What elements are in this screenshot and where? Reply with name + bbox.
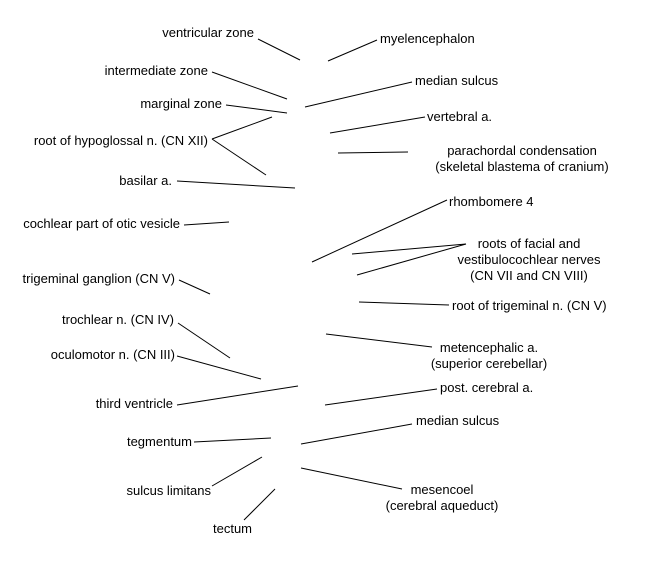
metencephalic-line-1: metencephalic a. bbox=[439, 340, 539, 355]
leader-vertebral-a bbox=[329, 116, 426, 134]
leader-root-trigeminal bbox=[358, 301, 450, 306]
label-root-hypoglossal: root of hypoglossal n. (CN XII) bbox=[33, 133, 208, 148]
leader-hypoglossal-lower bbox=[211, 138, 267, 176]
label-median-sulcus-upper: median sulcus bbox=[415, 73, 499, 88]
label-intermediate-zone: intermediate zone bbox=[104, 63, 208, 78]
leader-tectum bbox=[243, 488, 276, 521]
parachordal-line-1: parachordal condensation bbox=[447, 143, 597, 158]
leader-mesencoel bbox=[300, 467, 403, 490]
leader-roots-facial-upper bbox=[351, 243, 467, 255]
label-post-cerebral-a: post. cerebral a. bbox=[440, 380, 534, 395]
label-metencephalic-a: metencephalic a. (superior cerebellar) bbox=[418, 340, 560, 372]
leader-sulcus-limitans bbox=[211, 456, 263, 487]
leader-rhombomere-4 bbox=[311, 199, 448, 263]
mesencoel-line-1: mesencoel bbox=[410, 482, 474, 497]
leader-post-cerebral-a bbox=[324, 388, 438, 406]
leader-hypoglossal-upper bbox=[211, 116, 273, 140]
label-oculomotor-n: oculomotor n. (CN III) bbox=[50, 347, 175, 362]
label-roots-facial-vestibulocochlear: roots of facial and vestibulocochlear ne… bbox=[431, 236, 627, 284]
leader-parachordal bbox=[337, 151, 409, 154]
leader-median-sulcus-upper bbox=[304, 81, 413, 108]
leader-roots-facial-lower bbox=[356, 243, 467, 276]
label-marginal-zone: marginal zone bbox=[140, 96, 222, 111]
leader-ventricular-zone bbox=[257, 38, 301, 61]
leader-median-sulcus-lower bbox=[300, 423, 413, 445]
parachordal-line-2: (skeletal blastema of cranium) bbox=[435, 159, 609, 174]
label-sulcus-limitans: sulcus limitans bbox=[126, 483, 211, 498]
label-trigeminal-ganglion: trigeminal ganglion (CN V) bbox=[22, 271, 175, 286]
label-mesencoel: mesencoel (cerebral aqueduct) bbox=[374, 482, 510, 514]
label-myelencephalon: myelencephalon bbox=[380, 31, 475, 46]
label-parachordal-condensation: parachordal condensation (skeletal blast… bbox=[409, 143, 635, 175]
leader-basilar-a bbox=[176, 180, 296, 189]
leader-intermediate-zone bbox=[211, 71, 288, 100]
leader-marginal-zone bbox=[225, 104, 288, 114]
label-cochlear-otic-vesicle: cochlear part of otic vesicle bbox=[23, 216, 180, 231]
label-median-sulcus-lower: median sulcus bbox=[416, 413, 500, 428]
label-trochlear-n: trochlear n. (CN IV) bbox=[62, 312, 174, 327]
leader-oculomotor-n bbox=[176, 355, 262, 380]
leader-myelencephalon bbox=[327, 39, 378, 62]
label-ventricular-zone: ventricular zone bbox=[162, 25, 254, 40]
label-third-ventricle: third ventricle bbox=[95, 396, 173, 411]
leader-tegmentum bbox=[193, 437, 272, 443]
label-basilar-a: basilar a. bbox=[119, 173, 172, 188]
leader-cochlear-otic bbox=[183, 221, 230, 226]
label-root-trigeminal: root of trigeminal n. (CN V) bbox=[452, 298, 607, 313]
label-vertebral-a: vertebral a. bbox=[427, 109, 493, 124]
leader-trochlear-n bbox=[177, 322, 231, 359]
mesencoel-line-2: (cerebral aqueduct) bbox=[385, 498, 499, 513]
roots-facial-line-1: roots of facial and bbox=[477, 236, 581, 251]
leader-metencephalic-a bbox=[325, 333, 433, 348]
leader-third-ventricle bbox=[176, 385, 299, 406]
label-rhombomere-4: rhombomere 4 bbox=[449, 194, 534, 209]
roots-facial-line-2: vestibulocochlear nerves bbox=[457, 252, 601, 267]
label-tegmentum: tegmentum bbox=[126, 434, 192, 449]
leader-trigeminal-ganglion bbox=[178, 279, 211, 295]
label-tectum: tectum bbox=[212, 521, 252, 536]
metencephalic-line-2: (superior cerebellar) bbox=[430, 356, 548, 371]
roots-facial-line-3: (CN VII and CN VIII) bbox=[470, 268, 588, 283]
